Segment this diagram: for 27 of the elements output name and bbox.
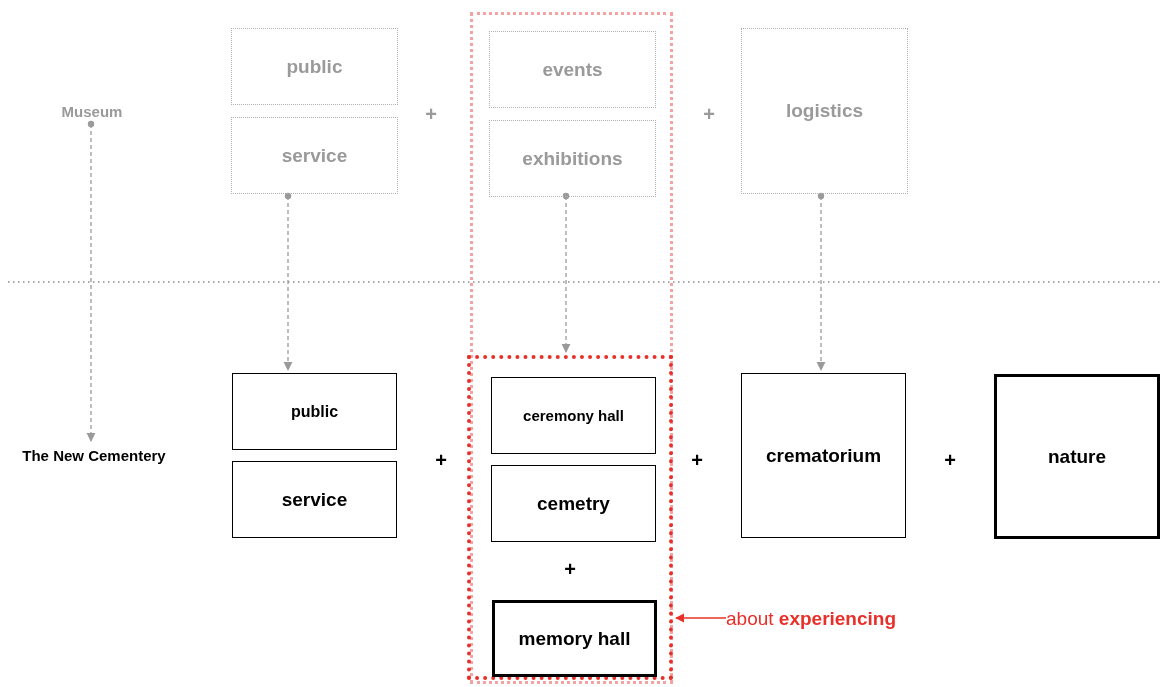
dotted-box: exhibitions — [489, 120, 656, 197]
row-label: The New Cementery — [8, 444, 180, 466]
arrow — [816, 192, 826, 371]
process-box: public — [232, 373, 397, 450]
plus-sign: + — [563, 558, 577, 580]
plus-sign: + — [434, 449, 448, 471]
process-box: nature — [994, 374, 1160, 539]
dotted-box: logistics — [741, 28, 908, 194]
plus-sign: + — [702, 103, 716, 125]
plus-sign: + — [943, 449, 957, 471]
arrow — [561, 192, 571, 353]
process-box: memory hall — [492, 600, 657, 677]
arrow — [86, 120, 96, 442]
highlight-band — [470, 12, 673, 684]
process-box: cemetry — [491, 465, 656, 542]
process-box: crematorium — [741, 373, 906, 538]
arrow — [283, 192, 293, 371]
process-box: service — [232, 461, 397, 538]
process-box: ceremony hall — [491, 377, 656, 454]
dotted-box: service — [231, 117, 398, 194]
dotted-box: public — [231, 28, 398, 105]
plus-sign: + — [690, 449, 704, 471]
row-label: Museum — [40, 100, 144, 122]
plus-sign: + — [424, 103, 438, 125]
annotation-text: about experiencing — [726, 606, 922, 632]
arrow — [675, 613, 727, 623]
dotted-box: events — [489, 31, 656, 108]
